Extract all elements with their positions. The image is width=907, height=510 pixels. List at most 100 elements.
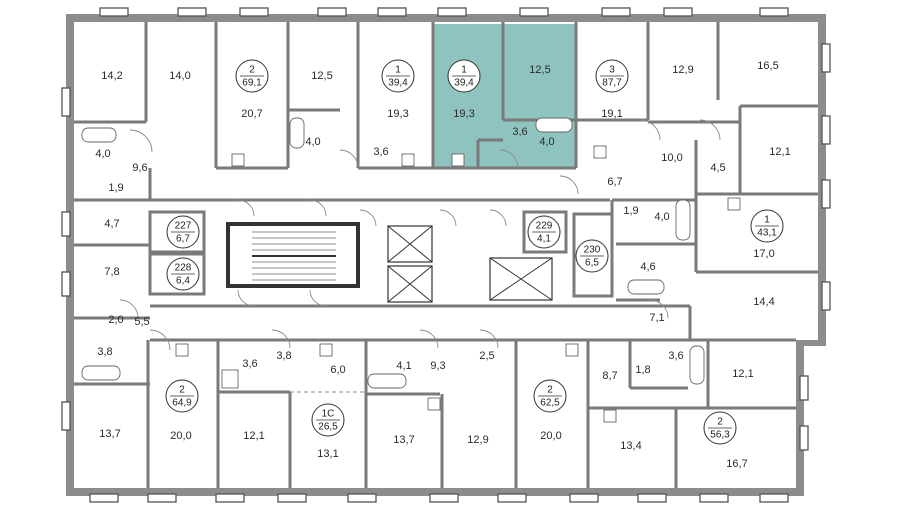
room-area-label: 1,9	[623, 205, 638, 217]
room-area-label: 10,0	[661, 152, 682, 164]
room-area-label: 14,0	[169, 70, 190, 82]
apartment-badge[interactable]: 139,4	[447, 59, 481, 93]
room-area-label: 13,1	[317, 448, 338, 460]
room-area-label: 12,5	[529, 64, 550, 76]
room-area-label: 20,0	[540, 430, 561, 442]
room-area-label: 2,5	[479, 350, 494, 362]
apartment-area: 26,5	[318, 422, 338, 433]
room-area-label: 4,0	[539, 136, 554, 148]
room-area-label: 20,7	[241, 108, 262, 120]
room-area-label: 12,5	[311, 70, 332, 82]
apartment-area: 6,5	[585, 258, 599, 269]
staircase	[226, 222, 360, 288]
room-area-label: 1,8	[635, 364, 650, 376]
room-area-label: 19,3	[387, 108, 408, 120]
room-area-label: 4,5	[710, 162, 725, 174]
corridor-walls	[74, 168, 690, 320]
apartment-rooms: 2	[717, 417, 723, 428]
apartment-rooms: 1	[395, 65, 401, 76]
room-area-label: 4,0	[95, 148, 110, 160]
room-area-label: 9,3	[430, 360, 445, 372]
apartment-area: 6,7	[176, 234, 190, 245]
apartment-area: 6,4	[176, 276, 190, 287]
room-area-label: 4,0	[654, 211, 669, 223]
room-area-label: 4,0	[305, 136, 320, 148]
top-windows	[99, 7, 789, 17]
room-area-label: 14,2	[101, 70, 122, 82]
apartment-area: 4,1	[537, 234, 551, 245]
room-area-label: 20,0	[170, 430, 191, 442]
bathroom-fixtures	[81, 117, 741, 423]
room-area-label: 16,7	[726, 458, 747, 470]
apartment-rooms: 228	[175, 263, 192, 274]
apartment-area: 43,1	[757, 228, 777, 239]
room-area-label: 12,1	[732, 368, 753, 380]
room-area-label: 4,1	[396, 360, 411, 372]
room-area-label: 13,4	[620, 440, 641, 452]
room-area-label: 8,7	[602, 370, 617, 382]
apartment-badge[interactable]: 1С 26,5	[311, 403, 345, 437]
apartment-badge[interactable]: 387,7	[595, 59, 629, 93]
apartment-rooms: 2	[547, 385, 553, 396]
apartment-badge[interactable]: 264,9	[165, 379, 199, 413]
room-area-label: 7,1	[649, 312, 664, 324]
room-area-label: 13,7	[99, 428, 120, 440]
apartment-badge[interactable]: 256,3	[703, 411, 737, 445]
door-swings	[119, 119, 721, 351]
interior-walls-bottom	[74, 338, 796, 488]
apartment-badge[interactable]: 143,1	[750, 209, 784, 243]
right-windows	[799, 43, 831, 451]
room-area-label: 3,6	[668, 350, 683, 362]
bottom-windows	[89, 493, 789, 503]
room-area-label: 3,8	[276, 350, 291, 362]
apartment-rooms: 1С	[322, 409, 335, 420]
room-area-label: 5,5	[134, 316, 149, 328]
apartment-area: 87,7	[602, 78, 622, 89]
apartment-area: 62,5	[540, 398, 560, 409]
apartment-rooms: 229	[536, 221, 553, 232]
room-area-label: 3,8	[97, 346, 112, 358]
apartment-area: 69,1	[242, 78, 262, 89]
apartment-rooms: 2	[249, 65, 255, 76]
room-area-label: 16,5	[757, 60, 778, 72]
left-windows	[61, 87, 71, 431]
room-area-label: 4,7	[104, 218, 119, 230]
room-area-label: 12,9	[467, 434, 488, 446]
room-area-label: 19,1	[601, 108, 622, 120]
room-area-label: 12,1	[243, 430, 264, 442]
room-area-label: 12,1	[769, 146, 790, 158]
apartment-area: 64,9	[172, 398, 192, 409]
room-area-label: 19,3	[453, 108, 474, 120]
room-area-label: 3,6	[512, 126, 527, 138]
room-area-label: 6,0	[330, 364, 345, 376]
apartment-rooms: 230	[584, 245, 601, 256]
apartment-badge[interactable]: 269,1	[235, 59, 269, 93]
apartment-badge[interactable]: 139,4	[381, 59, 415, 93]
outer-walls	[66, 14, 826, 496]
room-area-label: 1,9	[108, 182, 123, 194]
apartment-rooms: 1	[764, 215, 770, 226]
apartment-rooms: 2	[179, 385, 185, 396]
apartment-badge[interactable]: 262,5	[533, 379, 567, 413]
elevators	[387, 225, 553, 303]
room-area-label: 17,0	[753, 248, 774, 260]
room-area-label: 12,9	[672, 64, 693, 76]
interior-walls-top	[74, 22, 818, 196]
apartment-rooms: 1	[461, 65, 467, 76]
storage-rooms	[148, 210, 614, 298]
apartment-area: 39,4	[388, 78, 408, 89]
room-area-label: 13,7	[393, 434, 414, 446]
room-area-label: 6,7	[607, 176, 622, 188]
room-area-label: 9,6	[132, 162, 147, 174]
apartment-area: 39,4	[454, 78, 474, 89]
room-area-label: 14,4	[753, 296, 774, 308]
apartment-area: 56,3	[710, 430, 730, 441]
room-area-label: 2,0	[108, 314, 123, 326]
apartment-badges: 269,1139,4139,4387,7143,12276,72286,4229…	[165, 59, 784, 445]
